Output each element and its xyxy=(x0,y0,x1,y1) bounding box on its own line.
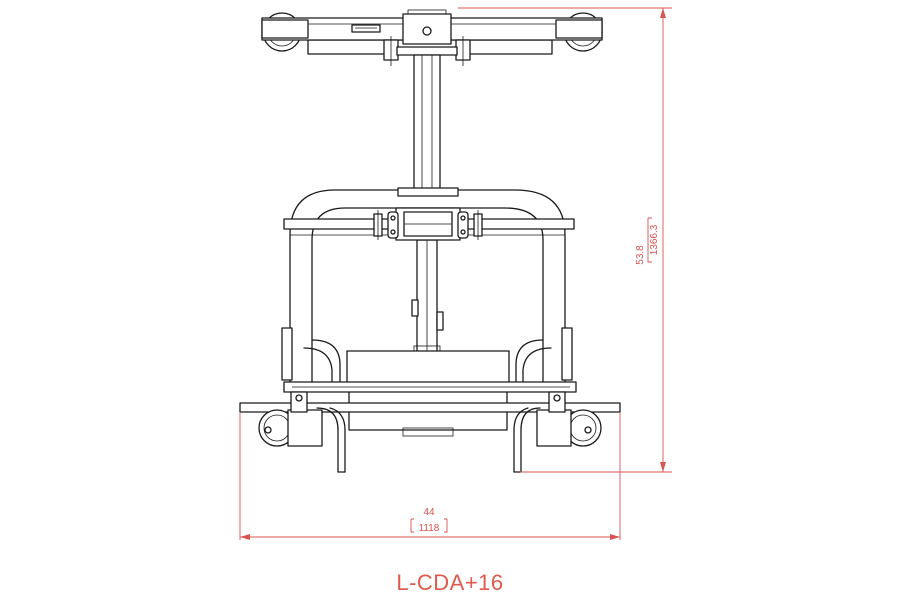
model-code: L-CDA+16 xyxy=(396,570,504,595)
height-dimension: 53.8 1366.3 xyxy=(458,7,672,473)
base-assembly xyxy=(239,327,621,473)
width-dimension: 44 1118 xyxy=(239,412,621,540)
width-inches-label: 44 xyxy=(423,507,435,518)
width-mm-label: 1118 xyxy=(419,523,440,534)
height-mm-label: 1366.3 xyxy=(649,224,660,255)
height-inches-label: 53.8 xyxy=(635,245,646,265)
top-bar-assembly xyxy=(261,9,603,66)
arch-frame xyxy=(283,187,575,383)
center-column xyxy=(411,54,444,356)
